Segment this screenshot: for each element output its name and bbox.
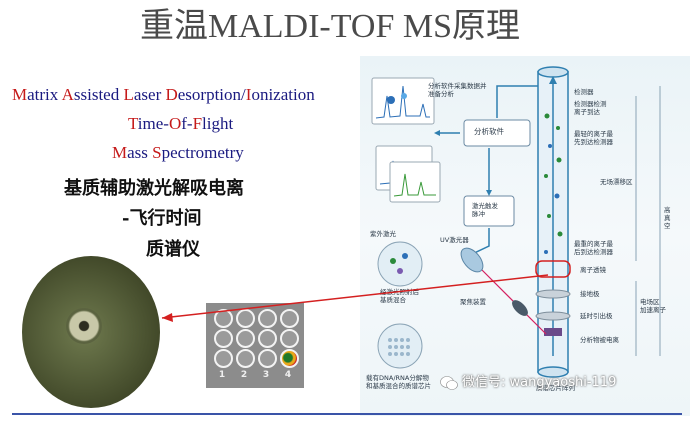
label-pulse-box: 激光触发 脉冲 (472, 202, 498, 218)
chinese-line-1: 基质辅助激光解吸电离 (64, 178, 244, 199)
plate-well (258, 329, 277, 348)
plate-number: 4 (284, 370, 292, 380)
sample-spot-image (66, 308, 102, 344)
acronym-text: light (202, 114, 234, 133)
acronym-initial: T (128, 114, 138, 133)
acronym-initial: I (245, 85, 252, 104)
acronym-text: ssisted (73, 85, 124, 104)
acronym-initial: D (165, 85, 178, 104)
chinese-line-2: -飞行时间 (122, 208, 202, 229)
label-vacuum: 高真空 (664, 206, 671, 230)
label-uv-laser: UV激光器 (440, 236, 469, 244)
focus-lens-icon (512, 300, 528, 316)
acronym-line-maldi: Matrix Assisted Laser Desorption/Ionizat… (12, 84, 315, 106)
acronym-text: esorption/ (177, 85, 246, 104)
plate-well (280, 329, 299, 348)
plate-well (214, 309, 233, 328)
wechat-icon (440, 375, 458, 390)
label-drift: 无场漂移区 (600, 178, 633, 186)
label-detector: 检测器 (574, 88, 594, 96)
acronym-initial: M (12, 85, 28, 104)
plate-well (214, 349, 233, 368)
schematic-drawing (371, 66, 661, 378)
label-chip: 载有DNA/RNA分解物 和基质混合的质谱芯片 (366, 374, 431, 390)
acronym-initial: A (61, 85, 74, 104)
watermark-text: 微信号: wangyaoshi-119 (462, 375, 617, 390)
plate-well (258, 309, 277, 328)
laser-zoom-circle (377, 241, 423, 287)
label-ground: 接地极 (580, 290, 600, 298)
uv-laser-icon (460, 247, 484, 273)
acronym-initial: M (112, 143, 128, 162)
plate-well (214, 329, 233, 348)
label-heaviest: 最重的离子最 后到达检测器 (574, 240, 613, 256)
maldi-tof-schematic: 分析软件采集数据并 准备分析 分析软件 激光触发 脉冲 紫外激光 UV激光器 聚… (360, 56, 690, 416)
acronym-text: pectrometry (161, 143, 244, 162)
label-focus: 聚焦装置 (460, 298, 486, 306)
bottom-rule (12, 413, 682, 415)
label-detector-note: 检测器检测 离子到达 (574, 100, 607, 116)
plate-well (236, 329, 255, 348)
label-chip-bottom: 质谱芯片阵列 (536, 384, 575, 392)
slide-title: 重温MALDI-TOF MS原理 (139, 8, 520, 45)
wechat-watermark: 微信号: wangyaoshi-119 (440, 372, 616, 394)
label-ion-lens: 离子透镜 (580, 266, 606, 274)
software-box (463, 119, 531, 147)
plate-well (236, 349, 255, 368)
acronym-text: ass (127, 143, 153, 162)
plate-number: 2 (240, 370, 248, 380)
chinese-line-3: 质谱仪 (146, 239, 200, 260)
plate-well (236, 309, 255, 328)
label-lightest: 最轻的离子最 先到达检测器 (574, 130, 613, 146)
acronym-text: aser (133, 85, 166, 104)
acronym-text: ime- (137, 114, 169, 133)
acronym-text: atrix (27, 85, 62, 104)
label-delay: 延时引出极 (580, 312, 613, 320)
acronym-initial: L (123, 85, 134, 104)
dot (401, 93, 407, 99)
acronym-initial: O (168, 114, 182, 133)
acronym-line-ms: Mass Spectrometry (112, 142, 244, 164)
maldi-plate-grid-image: 1 2 3 4 (206, 303, 304, 388)
label-accel: 电场区 加速离子 (640, 298, 666, 314)
acronym-text: onization (251, 85, 315, 104)
chip-zoom-circle (377, 323, 423, 369)
acronym-text: f- (181, 114, 193, 133)
acronym-line-tof: Time-Of-Flight (128, 113, 233, 135)
label-software-box: 分析软件 (474, 127, 504, 136)
spectrum-monitor-icon (371, 77, 441, 203)
label-uv-laser-top: 紫外激光 (370, 230, 396, 238)
plate-well-sample (280, 349, 299, 368)
label-analyte: 分析物被电离 (580, 336, 619, 344)
plate-number: 1 (218, 370, 226, 380)
ion-lens-highlight (535, 260, 571, 278)
dot (387, 96, 395, 104)
acronym-initial: F (192, 114, 203, 133)
acronym-initial: S (152, 143, 162, 162)
label-analysis-top: 分析软件采集数据并 准备分析 (428, 82, 487, 98)
plate-well (258, 349, 277, 368)
plate-number: 3 (262, 370, 270, 380)
plate-well (280, 309, 299, 328)
